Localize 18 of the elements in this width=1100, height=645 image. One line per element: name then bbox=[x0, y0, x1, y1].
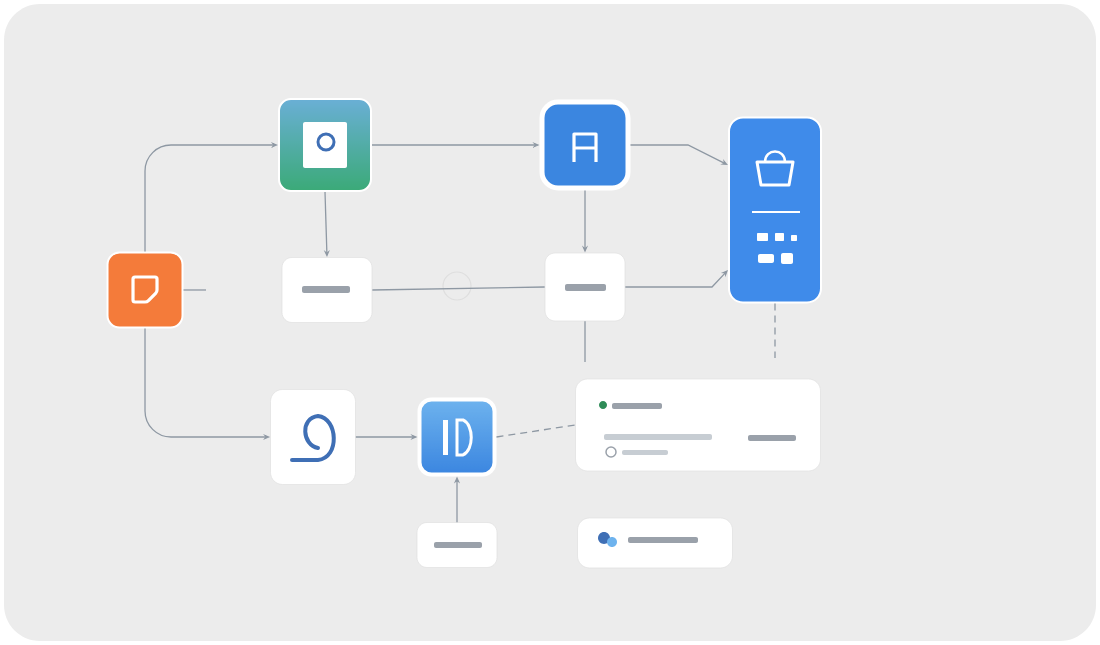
process-box bbox=[575, 378, 821, 472]
process-box bbox=[728, 116, 822, 304]
connector-line bbox=[182, 289, 207, 291]
arrow bbox=[144, 141, 278, 253]
process-box bbox=[106, 251, 184, 329]
process-box bbox=[281, 257, 373, 323]
process-box bbox=[416, 522, 498, 568]
arrow bbox=[629, 144, 728, 165]
connector-line bbox=[584, 320, 586, 363]
process-box bbox=[417, 397, 497, 477]
process-box bbox=[539, 99, 631, 191]
process-box bbox=[544, 252, 626, 322]
process-box bbox=[270, 389, 356, 485]
connector-line bbox=[495, 424, 576, 438]
process-box bbox=[577, 517, 733, 569]
arrow bbox=[624, 270, 728, 288]
connector-line bbox=[774, 302, 776, 359]
connector-line bbox=[371, 286, 546, 291]
